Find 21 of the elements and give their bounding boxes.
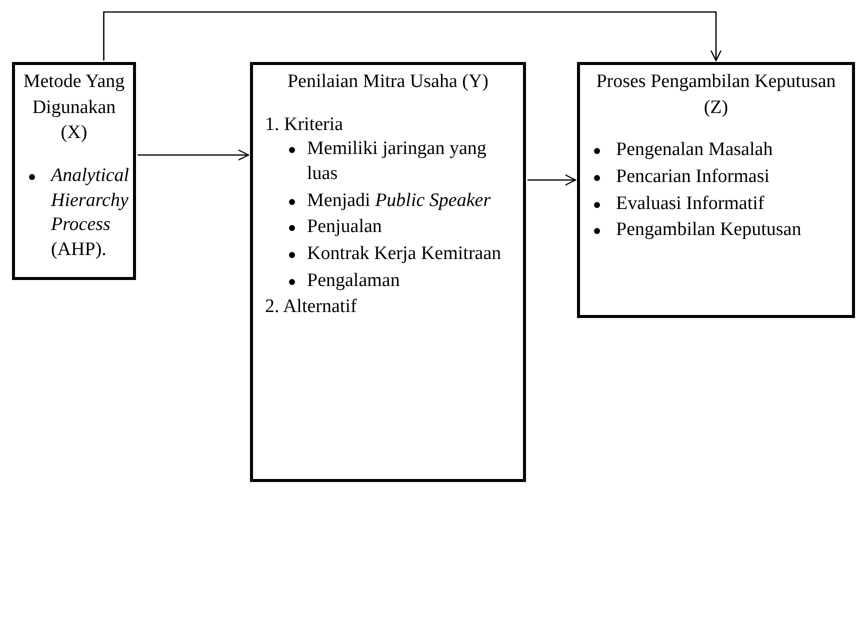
list-heading: 2. Alternatif xyxy=(264,295,358,320)
list-item: Kontrak Kerja Kemitraan xyxy=(307,242,502,266)
box-title: Metode Yang Digunakan (X) xyxy=(23,70,125,146)
list-item: Analytical Hierarchy Process (AHP). xyxy=(51,164,130,262)
box-title: Penilaian Mitra Usaha (Y) xyxy=(286,70,490,94)
arrow xyxy=(528,174,576,186)
list-item: Pencarian Informasi xyxy=(616,164,770,189)
list-item: Penjualan xyxy=(307,215,382,240)
arrow xyxy=(103,11,722,62)
list-heading: 1. Kriteria xyxy=(264,112,344,137)
list-item: Pengambilan Keputusan xyxy=(616,218,802,242)
text-box xyxy=(12,62,136,280)
arrow xyxy=(138,149,250,161)
text-box xyxy=(250,62,526,482)
list-item: Memiliki jaringan yang luas xyxy=(307,137,488,186)
text-box xyxy=(577,62,855,318)
list-item: Evaluasi Informatif xyxy=(616,192,764,216)
list-item: Menjadi Public Speaker xyxy=(307,188,491,213)
list-item: Pengalaman xyxy=(307,268,400,293)
box-title: Proses Pengambilan Keputusan (Z) xyxy=(595,70,837,120)
list-item: Pengenalan Masalah xyxy=(616,138,773,162)
